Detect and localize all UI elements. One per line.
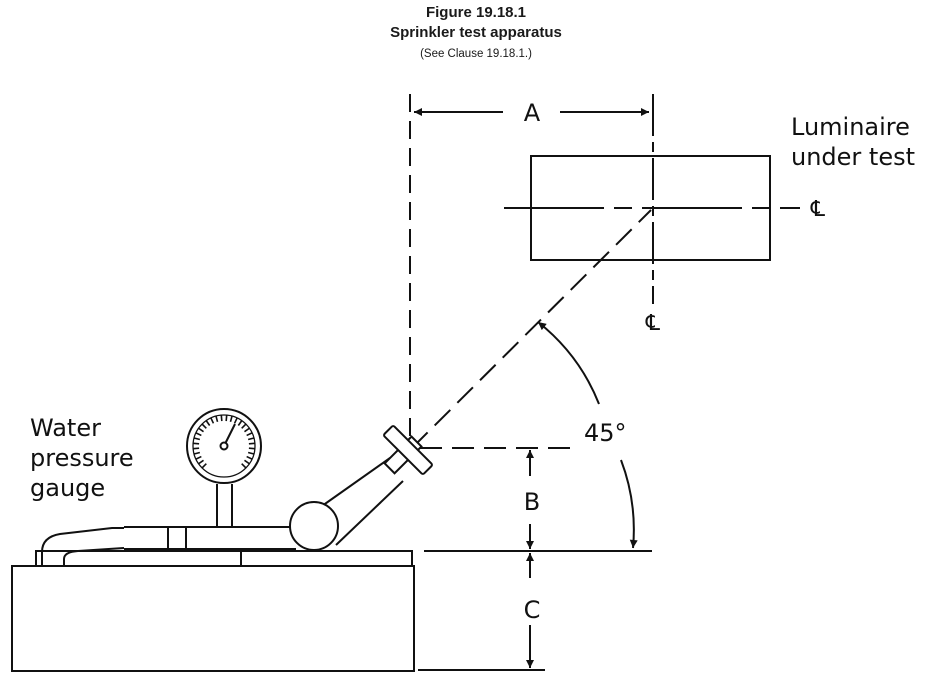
pipe-coupling xyxy=(167,526,187,550)
gauge-tick xyxy=(210,417,215,424)
gauge-label-line2: pressure xyxy=(30,444,134,472)
gauge-tick xyxy=(241,463,247,469)
gauge-tick xyxy=(201,463,207,469)
luminaire-label-line2: under test xyxy=(791,143,915,171)
inlet-pipe xyxy=(41,527,124,566)
gauge-tick xyxy=(241,423,247,429)
figure-reference: (See Clause 19.18.1.) xyxy=(420,48,532,60)
gauge-tick xyxy=(237,420,243,426)
ball-valve xyxy=(289,501,339,551)
gauge-tick xyxy=(244,427,250,433)
gauge-tick xyxy=(246,455,253,460)
gauge-label-line3: gauge xyxy=(30,474,105,502)
spray-line-45 xyxy=(411,209,652,449)
sprinkler-head-icon xyxy=(383,425,433,475)
gauge-tick xyxy=(201,423,207,429)
gauge-tick xyxy=(193,451,201,455)
gauge-tick xyxy=(193,442,200,445)
dimension-a-label: A xyxy=(524,99,541,127)
gauge-tick xyxy=(229,415,233,423)
gauge-tick xyxy=(220,415,223,422)
gauge-tick xyxy=(205,420,211,426)
angle-label: 45° xyxy=(584,419,627,447)
gauge-tick xyxy=(195,432,202,437)
gauge-tick xyxy=(198,427,204,433)
gauge-tick xyxy=(195,455,202,460)
gauge-tick xyxy=(215,415,219,423)
centreline-symbol-bottom: ℄ xyxy=(645,311,661,336)
test-table xyxy=(11,565,415,672)
gauge-tick xyxy=(248,447,255,450)
gauge-tick xyxy=(193,437,201,441)
gauge-tick xyxy=(193,447,200,450)
table-top-plate xyxy=(35,550,413,567)
inlet-pipe-inner xyxy=(63,547,125,566)
gauge-tick xyxy=(247,437,255,441)
centreline-symbol-right: ℄ xyxy=(810,197,826,222)
figure-number: Figure 19.18.1 xyxy=(425,4,527,21)
gauge-tick xyxy=(198,459,204,465)
dimension-b-label: B xyxy=(524,488,540,516)
angle-arc-lower xyxy=(620,459,638,549)
gauge-tick xyxy=(247,451,255,455)
angled-riser-pipe xyxy=(321,457,404,546)
pressure-gauge-icon xyxy=(186,408,262,484)
figure-title: Sprinkler test apparatus xyxy=(390,24,562,41)
gauge-tick xyxy=(233,417,238,424)
gauge-tick xyxy=(244,459,250,465)
gauge-tick xyxy=(248,442,255,445)
luminaire-label-line1: Luminaire xyxy=(791,113,910,141)
angle-arc-upper xyxy=(537,321,600,405)
gauge-tick xyxy=(225,415,228,422)
gauge-tick xyxy=(246,432,253,437)
dimension-c-label: C xyxy=(524,596,541,624)
gauge-label-line1: Water xyxy=(30,414,101,442)
